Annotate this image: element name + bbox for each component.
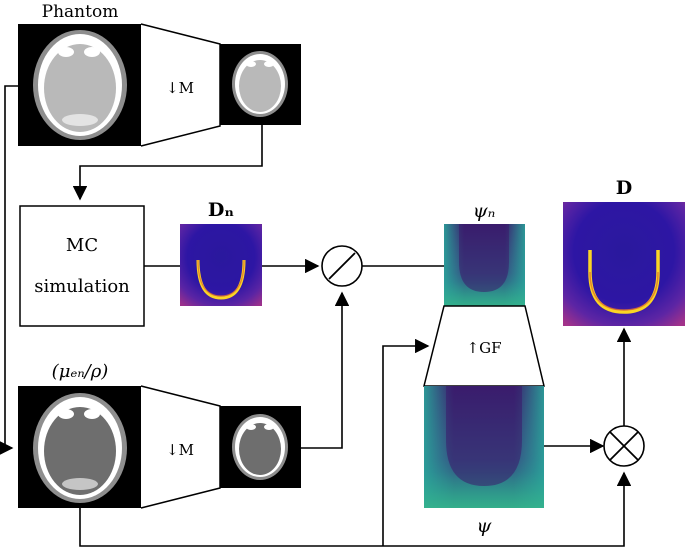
mu-rho-label: (μₑₙ/ρ): [52, 361, 109, 382]
mc-simulation-box: [19, 205, 145, 327]
arrow-phantom-to-murho: [0, 85, 18, 456]
arrow-bottom-to-upsample: [382, 338, 430, 546]
arrow-phantom-to-mc: [72, 125, 263, 201]
mu-rho-image-small: [220, 406, 301, 488]
d-dose-image: [563, 202, 685, 326]
psi-image: [424, 386, 544, 508]
dn-dose-image: [180, 224, 262, 306]
psi-n-image: [444, 224, 525, 306]
multiply-operator: [603, 425, 645, 467]
downsample-label-bottom: ↓M: [166, 441, 194, 459]
divide-operator: [321, 245, 363, 287]
psi-label: ψ: [477, 515, 493, 537]
mc-label-line1: MC: [66, 235, 98, 256]
arrow-murho-to-multiply: [79, 471, 632, 547]
d-label: D: [616, 177, 632, 199]
dn-label: Dₙ: [208, 199, 234, 221]
mc-label-line2: simulation: [34, 276, 130, 297]
phantom-label: Phantom: [42, 2, 119, 22]
psi-n-label: ψₙ: [473, 200, 496, 222]
mu-rho-image-large: [18, 386, 141, 508]
phantom-image-small: [220, 44, 301, 125]
upsample-label: ↑GF: [467, 339, 502, 357]
phantom-image-large: [18, 24, 141, 146]
downsample-label-top: ↓M: [166, 79, 194, 97]
arrow-murho-to-divide: [301, 291, 350, 449]
